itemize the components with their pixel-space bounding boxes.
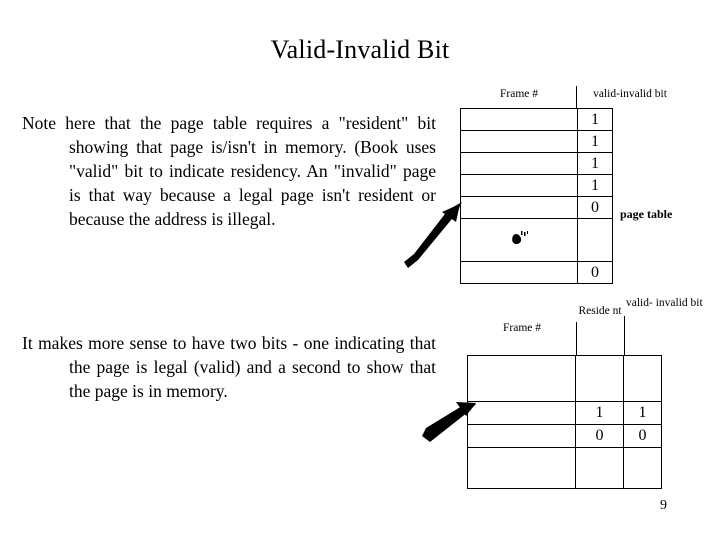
two-bit-table-frame-cell [467,401,576,425]
two-bit-table-resident-cell: 1 [575,401,624,425]
page-table: 1 1 1 1 0 [460,108,613,284]
page-table-caption: page table [620,207,673,221]
two-bit-table-header-divider-2 [624,316,625,356]
page-table-bit-cell: 0 [577,261,613,284]
two-bit-table-header-frame: Frame # [502,322,541,334]
table-row: 1 [460,152,613,175]
table-row: 1 [460,130,613,153]
two-bit-table-bit-cell: 1 [623,401,662,425]
page-table-bit-cell [577,218,613,262]
two-bit-table: 1 1 0 0 [467,355,662,489]
table-row: 1 [460,174,613,197]
arrow-to-two-bit-table-icon [422,402,476,442]
page-table-frame-cell [460,261,578,284]
two-bit-table-frame-cell [467,355,576,402]
two-bit-table-header-resident: Reside nt [578,305,622,317]
table-row: 0 0 [467,424,662,448]
page-table-frame-cell-bullet [460,218,578,262]
page-table-bit-cell: 1 [577,152,613,175]
page-table-frame-cell [460,152,578,175]
page-table-frame-cell [460,108,578,131]
page-table-frame-cell [460,174,578,197]
page-table-bit-cell: 1 [577,174,613,197]
page-table-header-frame: Frame # [499,88,538,100]
table-row: 0 [460,196,613,219]
two-bit-table-header-valid-invalid-bit: valid- invalid bit [626,297,703,309]
two-bit-table-resident-cell: 0 [575,424,624,448]
body-paragraph-2: It makes more sense to have two bits - o… [22,332,436,404]
page-table-frame-cell [460,130,578,153]
page-table-frame-cell [460,196,578,219]
page-title: Valid-Invalid Bit [270,35,450,64]
two-bit-table-frame-cell [467,424,576,448]
page-table-bit-cell: 1 [577,108,613,131]
page-table-header-valid-invalid-bit: valid-invalid bit [593,88,667,100]
page-number: 9 [660,498,667,513]
page-table-bit-cell: 1 [577,130,613,153]
table-row: 0 [460,261,613,284]
page-table-bit-cell: 0 [577,196,613,219]
table-row [460,218,613,262]
table-row [467,447,662,489]
two-bit-table-bit-cell [623,447,662,489]
two-bit-table-resident-cell [575,447,624,489]
body-paragraph-2-text: It makes more sense to have two bits - o… [22,333,436,401]
body-paragraph-1-text: Note here that the page table requires a… [22,113,436,229]
table-row [467,355,662,402]
table-row: 1 1 [467,401,662,425]
two-bit-table-bit-cell [623,355,662,402]
table-row: 1 [460,108,613,131]
page-table-header-divider [576,86,577,108]
two-bit-table-bit-cell: 0 [623,424,662,448]
body-paragraph-1: Note here that the page table requires a… [22,112,436,232]
two-bit-table-header-divider-1 [576,322,577,356]
arrow-to-page-table-icon [404,202,462,268]
two-bit-table-resident-cell [575,355,624,402]
bullet-icon [510,231,528,245]
two-bit-table-frame-cell [467,447,576,489]
